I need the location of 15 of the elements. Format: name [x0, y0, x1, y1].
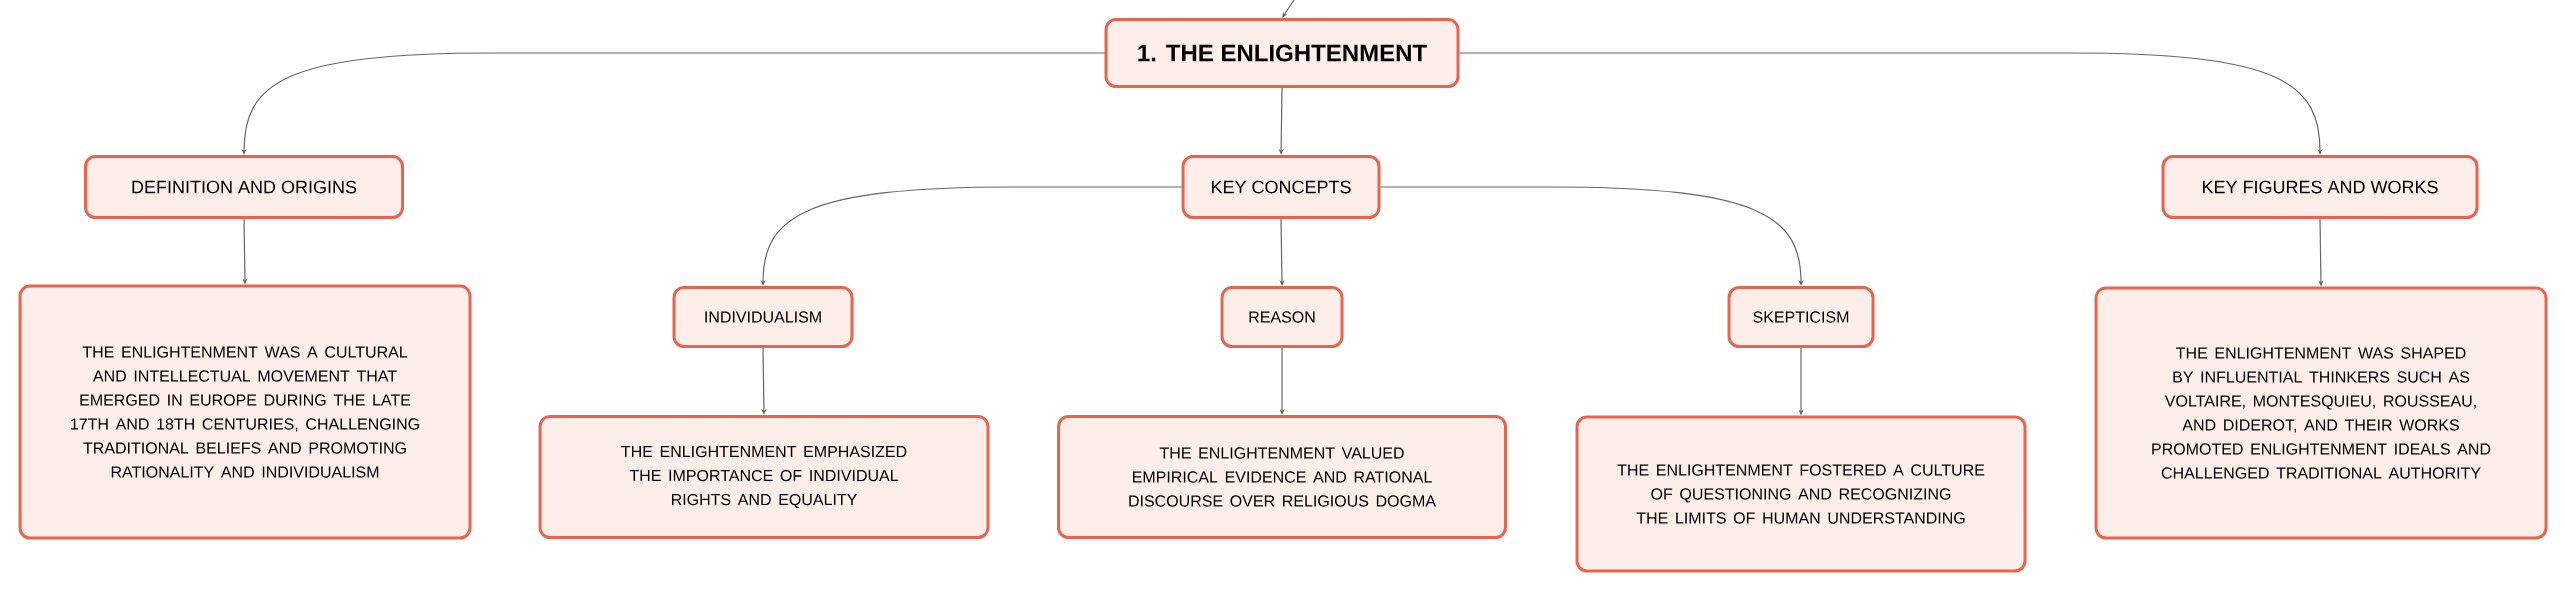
topic-box: 1. THE ENLIGHTENMENT: [1104, 18, 1460, 88]
branch-box: KEY CONCEPTS: [1181, 155, 1381, 219]
description-box: THE ENLIGHTENMENT VALUED EMPIRICAL EVIDENCE AND RATIONAL DISCOURSE OVER RELIGIOUS DOGMA: [1057, 415, 1507, 539]
description-box: THE ENLIGHTENMENT WAS SHAPED BY INFLUENTIAL THINKERS SUCH AS VOLTAIRE, MONTESQUIEU, ROUSSEAU, AND DIDEROT, AND THEIR WORKS PROMOTED ENLIGHTENMENT IDEALS AND CHALLENGED TRADITIONAL AUTHORITY: [2094, 286, 2548, 540]
branch-box: DEFINITION AND ORIGINS: [84, 155, 404, 219]
connector: [1379, 186, 1804, 286]
description-box: THE ENLIGHTENMENT WAS A CULTURAL AND INTELLECTUAL MOVEMENT THAT EMERGED IN EUROPE DURING THE LATE 17TH AND 18TH CENTURIES, CHALLENGING TRADITIONAL BELIEFS AND PROMOTING RATIONALITY AND INDIVIDUALISM: [18, 284, 472, 540]
concept-box: SKEPTICISM: [1727, 286, 1875, 348]
concept-box: INDIVIDUALISM: [672, 286, 854, 348]
connector: [1282, 0, 1295, 18]
description-box: THE ENLIGHTENMENT FOSTERED A CULTURE OF QUESTIONING AND RECOGNIZING THE LIMITS OF HUMAN UNDERSTANDING: [1575, 415, 2027, 573]
connector: [1458, 52, 2323, 155]
description-box: THE ENLIGHTENMENT EMPHASIZED THE IMPORTANCE OF INDIVIDUAL RIGHTS AND EQUALITY: [538, 415, 990, 539]
concept-box: REASON: [1220, 286, 1344, 348]
branch-box: KEY FIGURES AND WORKS: [2161, 155, 2479, 219]
